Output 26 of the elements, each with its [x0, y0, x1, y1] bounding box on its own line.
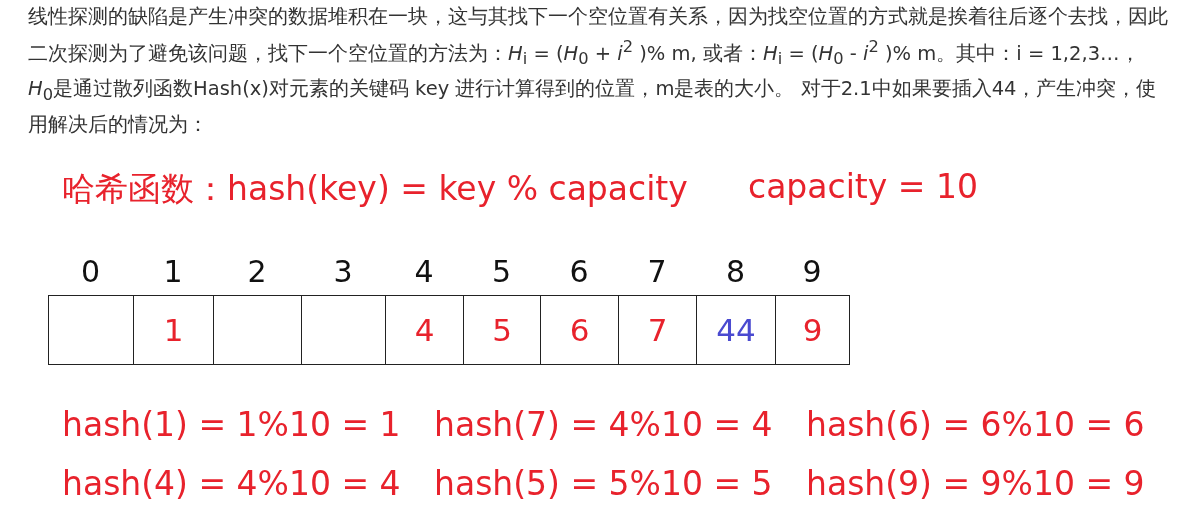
- table-cell: 6: [540, 295, 619, 365]
- index-number: 2: [247, 254, 267, 289]
- table-cell: 9: [775, 295, 850, 365]
- heading: 哈希函数：hash(key) = key % capacity: [62, 168, 688, 210]
- index-number: 3: [333, 254, 353, 289]
- index-number: 7: [647, 254, 667, 289]
- formula: hash(7) = 4%10 = 4: [434, 405, 773, 444]
- index-number: 5: [491, 254, 512, 289]
- paragraph: 线性探测的缺陷是产生冲突的数据堆积在一块，这与其找下一个空位置有关系，因为找空位置的方式就是挨着往后逐个去找，因此二次探测为了避免该问题，找下一个空位置的方法为：H$_{i}$ = (H$_{0}$ + i$^{2}$ )% m, 或者：H$_{i}$ = (H$_{0}$ - i$^{2}$ )% m。其中：i = 1,2,3…， H$_{0}$是通过散列函数Hash(x)对元素的关键码 key 进行计算得到的位置，m是表的大小。 对于2.1中如果要插入44，产生冲突，使用解决后的情况为：: [28, 4, 1168, 139]
- table-cell: 44: [696, 295, 776, 365]
- index-number: 1: [163, 254, 183, 289]
- formula: hash(1) = 1%10 = 1: [62, 405, 401, 444]
- index-number: 4: [414, 254, 434, 289]
- formula: hash(5) = 5%10 = 5: [434, 464, 773, 503]
- table-cell: 5: [463, 295, 541, 365]
- heading: capacity = 10: [748, 167, 978, 206]
- table-cell: 7: [618, 295, 697, 365]
- table-cell: 1: [133, 295, 214, 365]
- index-number: 8: [725, 254, 746, 289]
- formula: hash(9) = 9%10 = 9: [806, 464, 1145, 503]
- table-cell: 4: [385, 295, 464, 365]
- index-number: 9: [802, 254, 822, 289]
- formula: hash(6) = 6%10 = 6: [806, 405, 1145, 444]
- index-number: 6: [569, 254, 589, 289]
- formula: hash(4) = 4%10 = 4: [62, 464, 401, 503]
- index-number: 0: [80, 254, 101, 289]
